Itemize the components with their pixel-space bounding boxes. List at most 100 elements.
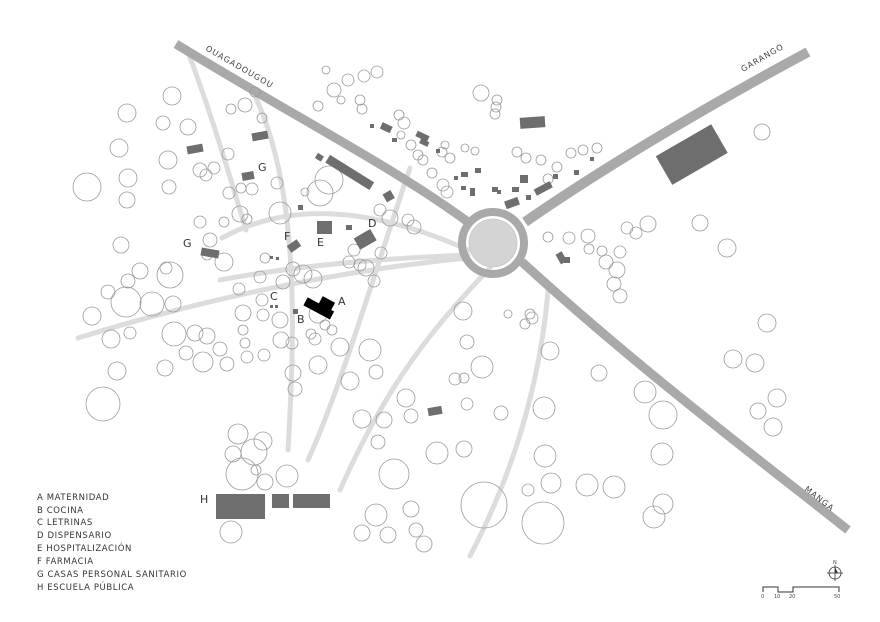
staff-house	[186, 143, 204, 155]
tree	[139, 291, 165, 317]
village-building	[461, 172, 468, 177]
tree	[164, 295, 182, 313]
staff-house	[251, 130, 269, 142]
tree	[356, 103, 368, 115]
roadside-building	[314, 152, 324, 162]
kitchen-building	[293, 309, 298, 314]
tree	[155, 115, 171, 131]
tree	[583, 243, 595, 255]
tree	[629, 226, 643, 240]
village-building	[520, 175, 528, 183]
tree	[156, 359, 174, 377]
tree	[268, 201, 292, 225]
tree	[460, 481, 508, 529]
tree	[319, 319, 331, 331]
roundabout	[458, 208, 528, 278]
tree	[491, 94, 503, 106]
tree	[275, 464, 299, 488]
maternity-building	[303, 296, 336, 320]
tree	[426, 167, 438, 179]
footpath	[337, 265, 493, 493]
tree	[259, 252, 271, 264]
tree	[326, 82, 342, 98]
tree	[193, 215, 207, 229]
tree	[590, 364, 608, 382]
tree	[245, 182, 259, 196]
dispensary-building	[353, 228, 377, 250]
tree	[300, 187, 310, 197]
tree	[374, 246, 388, 260]
village-building	[519, 116, 546, 129]
tree	[580, 228, 596, 244]
tree	[330, 337, 350, 357]
tree	[214, 252, 234, 272]
tree	[241, 213, 253, 225]
footpath	[217, 252, 471, 283]
tree	[227, 423, 249, 445]
roadside-building	[298, 205, 303, 210]
tree	[540, 472, 562, 494]
roundabout-island	[468, 218, 518, 268]
tree	[271, 311, 289, 329]
tree	[459, 334, 475, 350]
scale-tick: 50	[834, 594, 840, 600]
legend: A MATERNIDAD B COCINA C LETRINAS D DISPE…	[37, 493, 186, 593]
tree	[357, 259, 375, 277]
tree	[757, 313, 777, 333]
tree	[535, 154, 547, 166]
village-building	[370, 124, 374, 128]
tree	[472, 84, 490, 102]
tree	[542, 231, 554, 243]
tree	[341, 73, 355, 87]
tree	[613, 245, 627, 259]
village-building	[492, 187, 498, 192]
legend-item: A MATERNIDAD	[37, 493, 109, 503]
tree	[158, 150, 178, 170]
legend-item: F FARMACIA	[37, 557, 94, 567]
zone-label-f: F	[284, 230, 290, 243]
tree	[562, 231, 576, 245]
tree	[256, 308, 270, 322]
tree	[745, 353, 765, 373]
north-arrow-icon: N	[827, 560, 843, 581]
tree	[511, 146, 523, 158]
tree	[612, 288, 628, 304]
tree	[763, 417, 783, 437]
tree	[82, 306, 102, 326]
tree	[524, 308, 536, 320]
tree	[219, 356, 235, 372]
tree	[342, 255, 356, 269]
footpaths	[75, 49, 551, 559]
tree	[602, 475, 626, 499]
tree	[352, 409, 372, 429]
tree	[336, 95, 346, 105]
tree	[225, 457, 259, 491]
school-building	[293, 494, 330, 508]
tree	[178, 345, 194, 361]
village-building	[574, 170, 579, 175]
tree	[199, 168, 213, 182]
tree	[691, 214, 709, 232]
tree	[303, 269, 323, 289]
tree	[240, 350, 254, 364]
tree	[633, 380, 657, 404]
tree	[455, 440, 473, 458]
tree	[370, 434, 386, 450]
dispensary-building	[346, 225, 352, 230]
tree	[575, 473, 599, 497]
large-warehouse	[655, 124, 728, 185]
tree	[577, 144, 589, 156]
tree	[256, 473, 274, 491]
road-manga	[518, 258, 851, 534]
tree	[493, 405, 509, 421]
tree	[396, 130, 406, 140]
tree	[417, 154, 429, 166]
tree	[405, 139, 417, 151]
tree	[353, 524, 371, 542]
tree	[249, 86, 261, 98]
village-building	[590, 157, 594, 161]
tree	[440, 185, 454, 199]
tree	[393, 109, 405, 121]
village-building	[533, 181, 553, 196]
